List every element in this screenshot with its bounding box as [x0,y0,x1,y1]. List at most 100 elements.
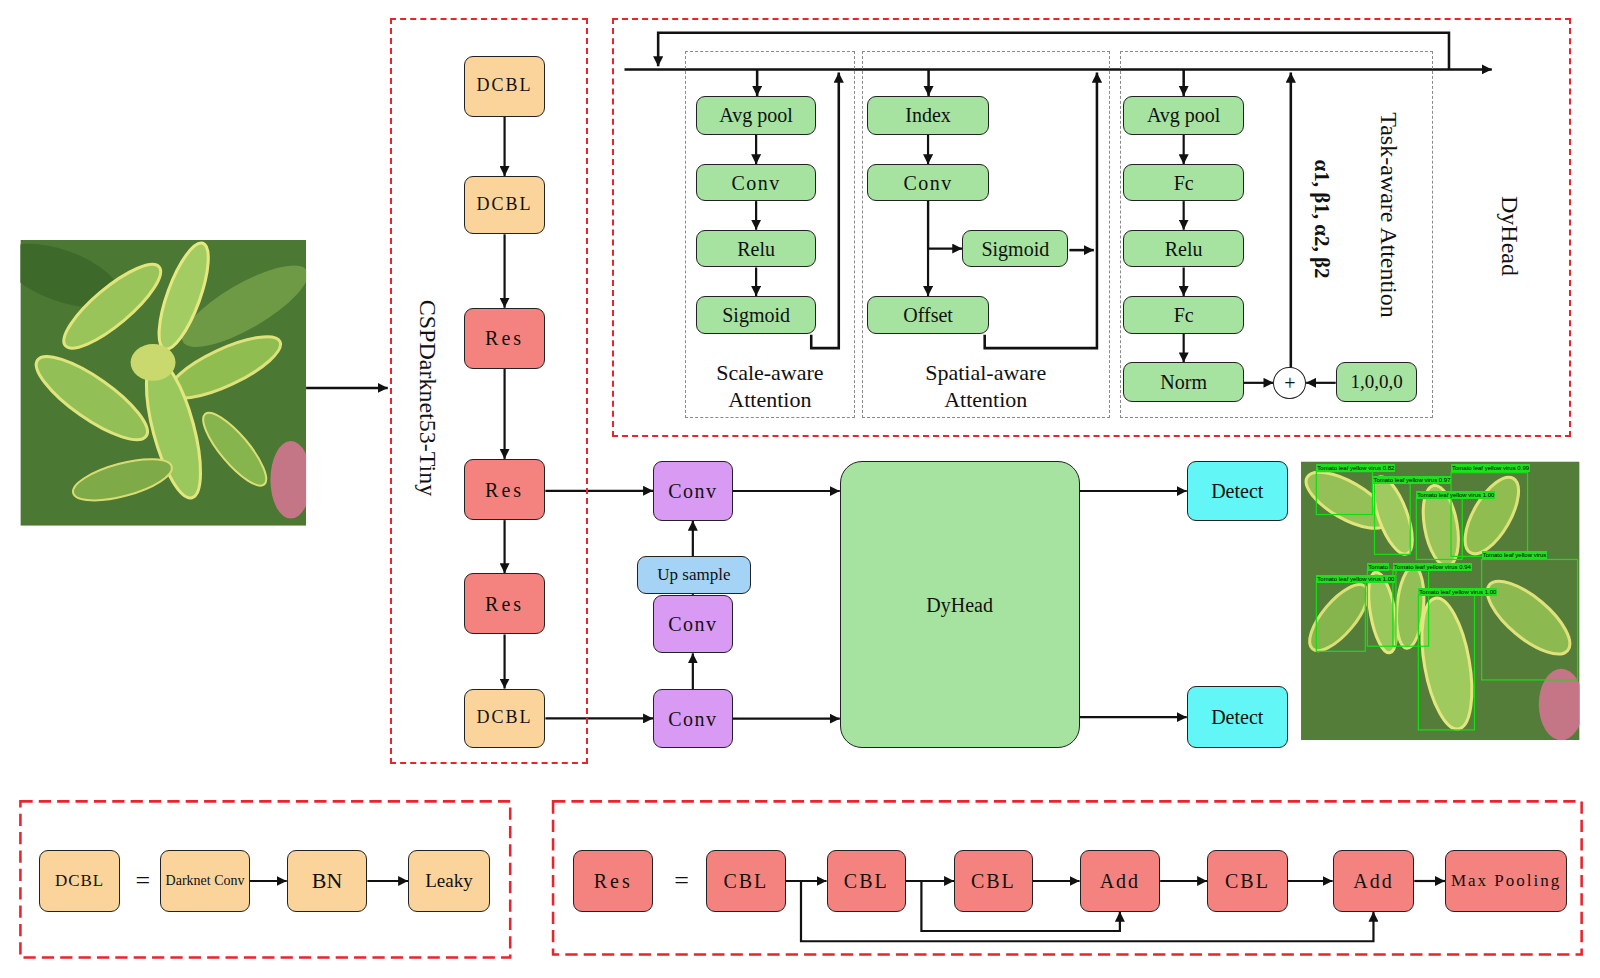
detection-label: Tomato leaf yellow virus 1.00 [1416,491,1495,499]
detection-label: Tomato leaf yellow virus 1.00 [1418,588,1497,596]
flow-arrow [755,201,757,230]
module-frame [553,801,1582,954]
attention-op-box: Avg pool [1123,96,1243,135]
node-label: Scale-aware Attention [690,360,850,413]
node-label: Spatial-aware Attention [901,360,1071,413]
module-frame [20,801,510,957]
input-leaf-photo [270,441,306,519]
node-label: CBL [1225,869,1270,893]
node-label: CBL [971,869,1016,893]
res-block: CBL [1207,850,1288,911]
node-label: DCBL [477,707,533,729]
node-label: Max Pooling [1451,868,1561,894]
conv-box: Conv [653,595,733,653]
flow-arrow [1183,135,1185,165]
dyhead-wires [756,69,759,96]
detection-label: Tomato leaf yellow virus 1.00 [1316,575,1395,583]
attention-op-box: 1,0,0,0 [1336,362,1418,402]
flow-arrow [1244,382,1274,384]
node-label: Offset [903,303,953,327]
node-label: DyHead [926,593,993,617]
sum-node: + [1273,367,1306,400]
node-label: Relu [737,237,775,261]
node-label: Task-aware Attention [1376,113,1402,319]
node-label: Conv [668,479,717,503]
flow-arrow [733,718,840,720]
detect-box: Detect [1187,461,1288,520]
flow-arrow [367,880,408,882]
attention-op-box: Conv [867,164,988,201]
attention-op-box: Sigmoid [962,230,1068,268]
output-detection-photo [1301,461,1580,740]
flow-arrow [928,201,962,248]
dcbl-block: Darknet Conv [160,850,250,911]
flow-arrow [1080,716,1187,718]
input-leaf-photo [54,253,171,360]
detection-box [1374,483,1410,554]
flow-arrow [503,369,505,459]
attention-op-box: Conv [696,164,816,201]
flow-arrow [755,267,757,296]
output-detection-photo [1476,569,1579,666]
flow-arrow [1183,334,1185,363]
input-leaf-photo [69,451,176,509]
detection-label: Tomato leaf yellow virus [1482,551,1548,559]
res-block: Add [1333,850,1415,911]
node-label: Avg pool [719,103,793,127]
output-detection-photo [1365,472,1420,559]
node-label: BN [312,868,343,894]
dyhead-wires [985,72,1097,348]
detect-box: Detect [1187,686,1288,748]
output-detection-photo [1301,576,1377,660]
attention-op-box: Index [867,96,988,135]
flow-arrow [927,135,929,165]
node-label: Conv [731,171,780,195]
flow-arrow [503,117,505,176]
dyhead-wires [927,69,930,96]
flow-arrow [692,521,694,557]
node-label: CBL [723,869,768,893]
node-label: CSPDarknet53-Tiny [415,299,441,495]
flow-arrow [545,717,653,719]
attention-op-box: Norm [1123,362,1243,402]
node-label: Darknet Conv [166,873,245,890]
attention-op-box: Fc [1123,164,1243,201]
node-label: Conv [668,707,717,731]
node-label: Res [594,869,633,893]
module-frame: DCBLDCBLResResResDCBLCSPDarknet53-Tiny [390,18,588,763]
node-label: Fc [1174,303,1194,327]
dcbl-block: DCBL [464,176,546,234]
attention-op-box: Sigmoid [696,296,816,334]
detection-label: Tomato [1367,563,1389,571]
node-label: Up sample [657,565,730,585]
flow-arrow [1080,490,1187,492]
module-frame: Avg poolFcReluFcNorm+1,0,0,0Task-aware A… [1120,51,1433,419]
detection-box [1393,570,1429,647]
module-frame [20,801,1581,957]
output-detection-photo [1413,594,1480,732]
res-block: Res [464,459,546,520]
dyhead-wires [624,33,1491,368]
node-label: Conv [903,171,952,195]
dyhead-wires [1182,69,1185,96]
node-label: Res [485,592,524,616]
node-label: Sigmoid [722,303,790,327]
detection-label: Tomato leaf yellow virus 0.94 [1393,563,1472,571]
res-block: Max Pooling [1445,850,1567,911]
flow-arrow [1160,880,1207,882]
detection-label: Tomato leaf yellow virus 0.82 [1316,464,1395,472]
dcbl-block: Leaky [408,850,490,911]
detection-label: Tomato leaf yellow virus 0.97 [1372,476,1451,484]
module-frame: IndexConvSigmoidOffsetSpatial-aware Atte… [862,51,1110,419]
dcbl-block: DCBL [464,56,546,117]
node-label: Conv [668,612,717,636]
detection-box [1416,498,1462,559]
attention-op-box: Relu [696,230,816,268]
node-label: Avg pool [1147,103,1221,127]
conv-box: Conv [653,689,733,748]
node-label: + [1284,371,1295,395]
conv-box: Conv [653,461,733,520]
dcbl-block: BN [287,850,368,911]
